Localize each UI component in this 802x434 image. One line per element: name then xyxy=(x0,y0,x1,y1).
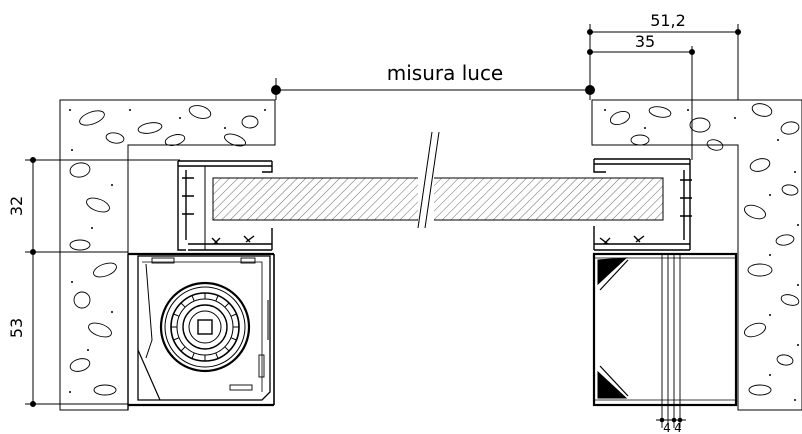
aggregate-dot xyxy=(264,109,266,111)
stone xyxy=(689,117,711,133)
stone xyxy=(747,263,773,277)
dim-small-a-label: 4 xyxy=(663,421,671,434)
aggregate-dot xyxy=(797,224,799,226)
roller-spoke xyxy=(191,295,195,302)
stone xyxy=(73,291,91,309)
aggregate-dot xyxy=(111,184,113,186)
stone xyxy=(93,262,117,278)
stone xyxy=(751,103,773,117)
left-frame-profile xyxy=(177,160,273,251)
stone xyxy=(241,115,259,129)
right-frame-profile xyxy=(593,158,692,251)
aggregate-dot xyxy=(87,349,89,351)
stone xyxy=(775,234,795,246)
stone xyxy=(164,134,186,146)
roller-ring xyxy=(176,298,234,356)
aggregate-stones xyxy=(69,103,800,396)
stone xyxy=(224,133,246,147)
aggregate-dot xyxy=(111,311,113,313)
roller-spoke xyxy=(180,346,186,352)
aggregate-dot xyxy=(69,109,71,111)
aggregate-dot xyxy=(794,399,796,401)
right-roller-box xyxy=(592,252,738,428)
roller-spoke xyxy=(180,302,186,308)
aggregate-dot xyxy=(734,117,736,119)
aggregate-dot xyxy=(769,314,771,316)
stone xyxy=(86,197,110,213)
stone xyxy=(69,358,91,372)
aggregate-dot xyxy=(129,109,131,111)
roller-ring xyxy=(188,310,222,344)
stone xyxy=(648,106,672,118)
roller-spoke xyxy=(224,302,230,308)
roller-spoke xyxy=(230,337,237,341)
dim-small-b-label: 4 xyxy=(674,421,682,434)
aggregate-dot xyxy=(91,227,93,229)
hatched-beam xyxy=(212,177,664,221)
aggregate-dot xyxy=(769,254,771,256)
roller-spoke xyxy=(191,352,195,359)
stone xyxy=(749,158,771,172)
stone xyxy=(188,105,212,119)
stone xyxy=(744,204,766,220)
stone xyxy=(776,354,794,366)
roller-ring xyxy=(182,304,228,350)
aggregate-dots xyxy=(69,109,799,401)
stone xyxy=(88,322,112,338)
stone xyxy=(105,132,125,144)
aggregate-dot xyxy=(777,139,779,141)
opening-label: misura luce xyxy=(387,61,504,85)
dimension-small xyxy=(656,417,686,423)
roller-drum-icon xyxy=(159,281,251,373)
dim-box-height-label: 53 xyxy=(7,318,26,338)
stone xyxy=(79,110,105,126)
aggregate-dot xyxy=(224,127,226,129)
aggregate-dot xyxy=(769,374,771,376)
aggregate-dot xyxy=(687,109,689,111)
stone xyxy=(780,294,800,306)
stone xyxy=(780,121,800,135)
aggregate-dot xyxy=(769,194,771,196)
beam-break-gap xyxy=(418,170,434,228)
roller-spoke xyxy=(215,352,219,359)
stone xyxy=(748,384,772,396)
right-wall xyxy=(591,99,802,411)
dimension-heights xyxy=(25,157,180,407)
stone xyxy=(69,162,91,178)
roller-spoke xyxy=(230,313,237,317)
left-roller-box xyxy=(127,252,275,410)
left-wall xyxy=(59,99,276,411)
roller-axle xyxy=(197,319,213,335)
aggregate-dot xyxy=(71,281,73,283)
dim-top-height-label: 32 xyxy=(7,196,26,216)
aggregate-dot xyxy=(797,344,799,346)
aggregate-dot xyxy=(644,127,646,129)
roller-spoke xyxy=(173,313,180,317)
aggregate-dot xyxy=(179,117,181,119)
dim-total-label: 51,2 xyxy=(650,11,686,30)
aggregate-dot xyxy=(797,284,799,286)
aggregate-dot xyxy=(604,109,606,111)
aggregate-dot xyxy=(794,171,796,173)
dim-inner-label: 35 xyxy=(635,32,655,51)
stone xyxy=(93,384,117,396)
roller-spoke xyxy=(224,346,230,352)
dimension-depth xyxy=(587,24,741,160)
stone xyxy=(609,110,631,126)
stone xyxy=(137,122,163,134)
roller-ring xyxy=(159,281,251,373)
stone xyxy=(781,184,799,196)
stone xyxy=(744,322,766,338)
aggregate-dot xyxy=(69,391,71,393)
roller-ring xyxy=(164,286,246,368)
stone xyxy=(706,139,724,151)
roller-spoke xyxy=(173,337,180,341)
stone xyxy=(630,134,650,146)
aggregate-dot xyxy=(71,149,73,151)
roller-spoke xyxy=(215,295,219,302)
stone xyxy=(69,239,91,251)
